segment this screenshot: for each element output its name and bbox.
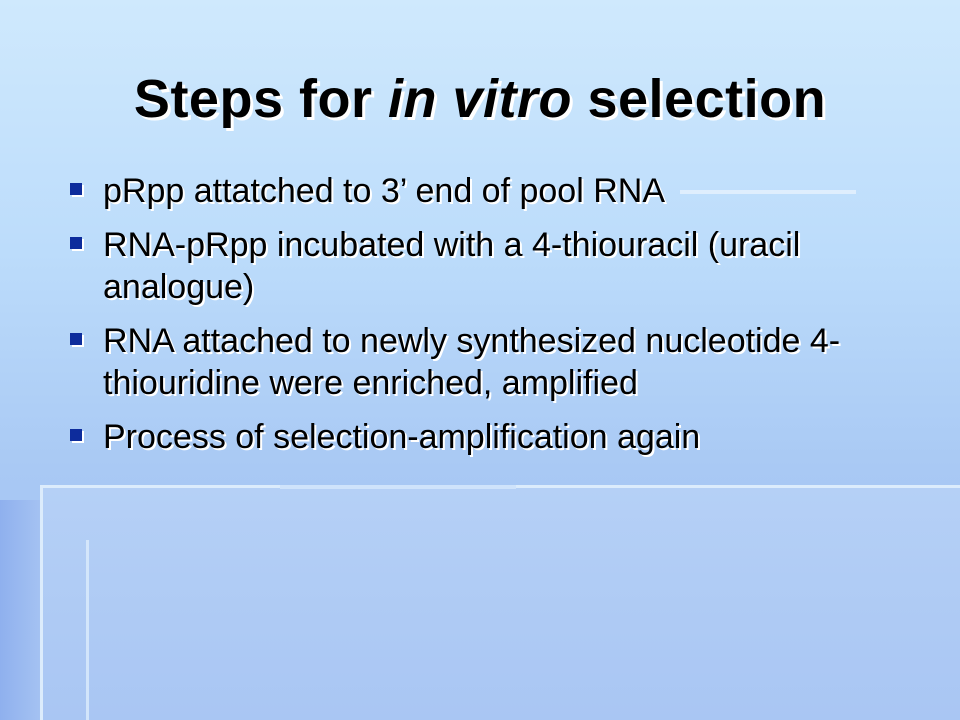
slide-title-italic-part: in vitro [387,69,572,129]
square-bullet-icon [70,183,82,195]
bullet-text: Process of selection-amplification again [103,418,701,456]
background-horizontal-line [280,485,516,489]
background-vertical-line [86,540,89,720]
slide-title-part: Steps for [133,69,388,129]
slide-title: Steps for in vitro selection [0,68,960,130]
bullet-list: pRpp attatched to 3’ end of pool RNA RNA… [66,170,926,470]
background-left-strip [0,500,40,720]
bullet-item: RNA-pRpp incubated with a 4-thiouracil (… [66,224,926,308]
bullet-item: RNA attached to newly synthesized nucleo… [66,320,926,404]
square-bullet-icon [70,333,82,345]
bullet-text: RNA-pRpp incubated with a 4-thiouracil (… [103,226,801,306]
square-bullet-icon [70,237,82,249]
square-bullet-icon [70,429,82,441]
bullet-item: pRpp attatched to 3’ end of pool RNA [66,170,926,212]
background-bottom-pane [40,485,960,720]
bullet-item: Process of selection-amplification again [66,416,926,458]
slide-title-part: selection [571,69,827,129]
bullet-text: pRpp attatched to 3’ end of pool RNA [103,172,665,210]
bullet-text: RNA attached to newly synthesized nucleo… [103,322,841,402]
